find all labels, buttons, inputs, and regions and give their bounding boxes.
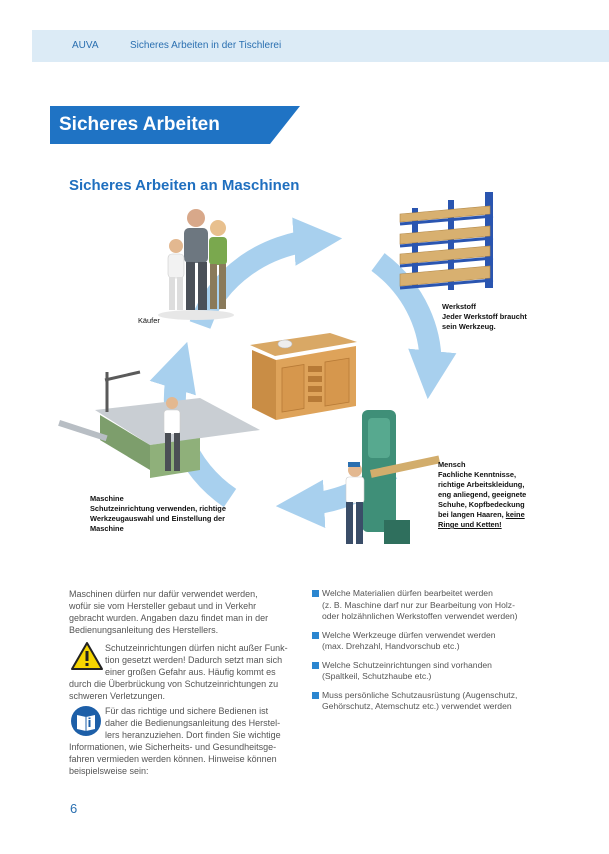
text-line: Bedienungsanleitung des Herstellers. (69, 625, 219, 635)
text-line: Welche Schutzeinrichtungen sind vorhande… (322, 659, 492, 670)
text-line: daher die Bedienungsanleitung des Herste… (105, 718, 281, 728)
caption-mensch: Mensch Fachliche Kenntnisse, richtige Ar… (438, 460, 526, 530)
mensch-line: bei langen Haaren, keine (438, 510, 526, 520)
lumber-rack-illustration (399, 192, 494, 290)
text-line: Gehörschutz, Atemschutz etc.) verwendet … (322, 701, 512, 711)
text-line: Muss persönliche Schutzausrüstung (Augen… (322, 689, 518, 700)
warning-icon (71, 642, 103, 670)
text-line: (Spaltkeil, Schutzhaube etc.) (322, 671, 432, 681)
text-line: fahren vermieden werden können. Hinweise… (69, 754, 277, 764)
list-item: Welche Werkzeuge dürfen verwendet werden… (312, 630, 552, 653)
maschine-line: Maschine (90, 524, 124, 533)
text-line: (max. Drehzahl, Handvorschub etc.) (322, 641, 460, 651)
mensch-line: eng anliegend, geeignete (438, 490, 527, 499)
text-line: Schutzeinrichtungen dürfen nicht außer F… (105, 643, 288, 653)
paragraph-info: Für das richtige und sichere Bedienen is… (69, 705, 309, 777)
header-org: AUVA (72, 40, 99, 51)
bullet-list: Welche Materialien dürfen bearbeitet wer… (312, 588, 552, 720)
band-saw-illustration (345, 410, 441, 544)
text-line: tion gesetzt werden! Dadurch setzt man s… (105, 655, 283, 665)
section-banner-background (50, 106, 300, 144)
bullet-square-icon (312, 661, 319, 669)
text-line: Informationen, wie Sicherheits- und Gesu… (69, 742, 277, 752)
section-banner: Sicheres Arbeiten (50, 106, 300, 144)
text-line: beispielsweise sein: (69, 766, 149, 776)
werkstoff-heading: Werkstoff (442, 302, 476, 311)
caption-kaeufer: Käufer (138, 316, 160, 325)
paragraph-warning: Schutzeinrichtungen dürfen nicht außer F… (69, 642, 309, 702)
maschine-line: Werkzeugauswahl und Einstellung der (90, 514, 225, 523)
bullet-square-icon (312, 631, 319, 639)
text-line: einer großen Gefahr aus. Häufig kommt es (105, 667, 276, 677)
caption-werkstoff: Werkstoff Jeder Werkstoff braucht sein W… (442, 302, 527, 332)
mensch-line: richtige Arbeitskleidung, (438, 480, 525, 489)
subsection-title: Sicheres Arbeiten an Maschinen (69, 177, 300, 194)
mensch-line: Ringe und Ketten! (438, 520, 526, 530)
text-line: wofür sie vom Hersteller gebaut und in V… (69, 601, 257, 611)
info-manual-icon (71, 706, 101, 736)
sideboard-illustration (250, 333, 357, 420)
list-item: Welche Materialien dürfen bearbeitet wer… (312, 588, 552, 623)
text-line: durch die Überbrückung von Schutzeinrich… (69, 679, 279, 689)
table-saw-illustration (58, 370, 260, 478)
maschine-heading: Maschine (90, 494, 124, 503)
text-line: Welche Werkzeuge dürfen verwendet werden (322, 629, 496, 640)
bullet-square-icon (312, 590, 319, 597)
family-illustration (158, 209, 234, 320)
text-line: oder holzähnlichen Werkstoffen verwendet… (322, 611, 518, 621)
text-line: Maschinen dürfen nur dafür verwendet wer… (69, 589, 258, 599)
text-line: gebracht wurden. Angaben dazu findet man… (69, 613, 269, 623)
mensch-heading: Mensch (438, 460, 466, 469)
bullet-square-icon (312, 691, 319, 699)
mensch-emphasis: keine (505, 510, 525, 519)
list-item: Welche Schutzeinrichtungen sind vorhande… (312, 660, 552, 683)
maschine-line: Schutzeinrichtung verwenden, richtige (90, 504, 226, 513)
arrow-right (371, 253, 457, 400)
section-title: Sicheres Arbeiten (59, 114, 220, 135)
running-header: AUVA Sicheres Arbeiten in der Tischlerei (32, 30, 609, 62)
text-line: Welche Materialien dürfen bearbeitet wer… (322, 588, 493, 598)
arrow-top (189, 217, 343, 329)
header-title: Sicheres Arbeiten in der Tischlerei (130, 40, 282, 51)
text-line: lers heranzuziehen. Dort finden Sie wich… (105, 730, 281, 740)
paragraph-intro: Maschinen dürfen nur dafür verwendet wer… (69, 588, 309, 636)
list-item: Muss persönliche Schutzausrüstung (Augen… (312, 690, 552, 713)
text-line: (z. B. Maschine darf nur zur Bearbeitung… (322, 599, 515, 610)
mensch-line: Fachliche Kenntnisse, (438, 470, 517, 479)
caption-maschine: Maschine Schutzeinrichtung verwenden, ri… (90, 494, 226, 534)
text-line: schweren Verletzungen. (69, 691, 166, 701)
mensch-emphasis: Ringe und Ketten! (438, 520, 502, 529)
text-line: Für das richtige und sichere Bedienen is… (105, 706, 269, 716)
page-number: 6 (70, 801, 78, 816)
werkstoff-line: sein Werkzeug. (442, 322, 496, 331)
werkstoff-line: Jeder Werkstoff braucht (442, 312, 527, 321)
mensch-line-part: bei langen Haaren, (438, 510, 506, 519)
mensch-line: Schuhe, Kopfbedeckung (438, 500, 525, 509)
